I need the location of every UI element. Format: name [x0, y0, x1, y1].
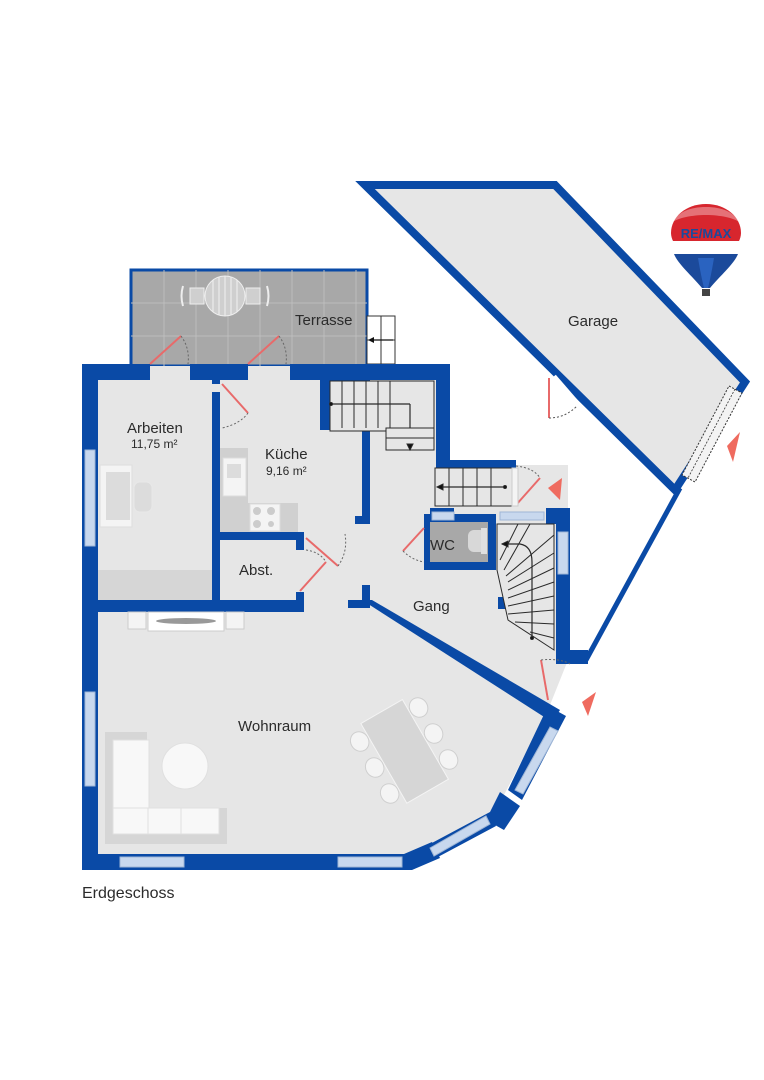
room-area-arbeiten: 11,75 m²: [131, 437, 177, 451]
wc-room: WC: [430, 522, 488, 562]
side-entry-arrow: [548, 478, 562, 500]
room-label-gang: Gang: [413, 598, 450, 615]
windows: [84, 449, 569, 868]
stairs-upper: [329, 380, 435, 452]
coffee-table-icon: [161, 742, 209, 790]
room-label-abst: Abst.: [239, 562, 273, 579]
floor-caption: Erdgeschoss: [82, 885, 175, 902]
desk-icon: [99, 464, 153, 528]
garage-entry-arrow: [727, 432, 740, 462]
doors: [221, 383, 571, 701]
room-label-wc: WC: [430, 537, 455, 554]
room-label-terrasse: Terrasse: [295, 312, 353, 329]
garage-door: [681, 385, 743, 483]
room-label-arbeiten: Arbeiten: [127, 420, 183, 437]
dining-table-icon: [349, 697, 459, 804]
stairs-winding: [496, 523, 555, 651]
remax-logo: RE/MAX: [671, 204, 741, 296]
terrace-table-icon: [180, 275, 270, 317]
kitchen-counter-icon: [220, 448, 298, 532]
room-label-wohnraum: Wohnraum: [238, 718, 311, 735]
garage-room: [355, 181, 751, 662]
main-entry-arrow: [582, 692, 596, 716]
tv-sideboard-icon: [127, 611, 245, 632]
room-label-kueche: Küche: [265, 446, 308, 463]
room-label-garage: Garage: [568, 313, 618, 330]
sofa-icon: [105, 732, 227, 844]
terrace: Terrasse: [129, 268, 396, 368]
room-area-kueche: 9,16 m²: [266, 464, 307, 478]
terrace-steps: [366, 315, 396, 365]
stairs-side: [434, 467, 519, 507]
remax-logo-text: RE/MAX: [681, 226, 732, 241]
